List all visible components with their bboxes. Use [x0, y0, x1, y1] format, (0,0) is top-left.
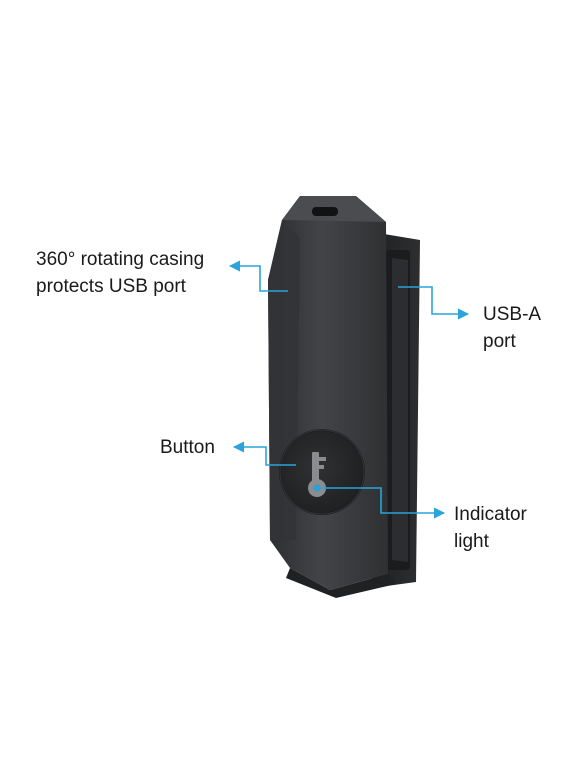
callout-rotating-casing-line2: protects USB port — [36, 276, 186, 297]
callout-usb-a-port: USB-A port — [483, 301, 541, 355]
callout-usb-a-port-line2: port — [483, 331, 516, 352]
rotating-casing — [268, 196, 396, 598]
callout-button-label: Button — [160, 437, 215, 458]
callout-rotating-casing: 360° rotating casing protects USB port — [36, 246, 204, 300]
button-leader — [232, 441, 296, 466]
indicator-leader — [317, 487, 446, 519]
casing-leader — [228, 260, 288, 292]
callout-indicator-light-line1: Indicator — [454, 504, 527, 525]
callout-rotating-casing-line1: 360° rotating casing — [36, 249, 205, 270]
button-icon — [279, 429, 365, 515]
callout-indicator-light-line2: light — [454, 531, 489, 552]
usb-leader — [398, 286, 470, 320]
callout-usb-a-port-line1: USB-A — [483, 304, 542, 325]
callout-button: Button — [160, 434, 215, 461]
callout-indicator-light: Indicator light — [454, 501, 527, 555]
lanyard-slot — [312, 207, 338, 216]
